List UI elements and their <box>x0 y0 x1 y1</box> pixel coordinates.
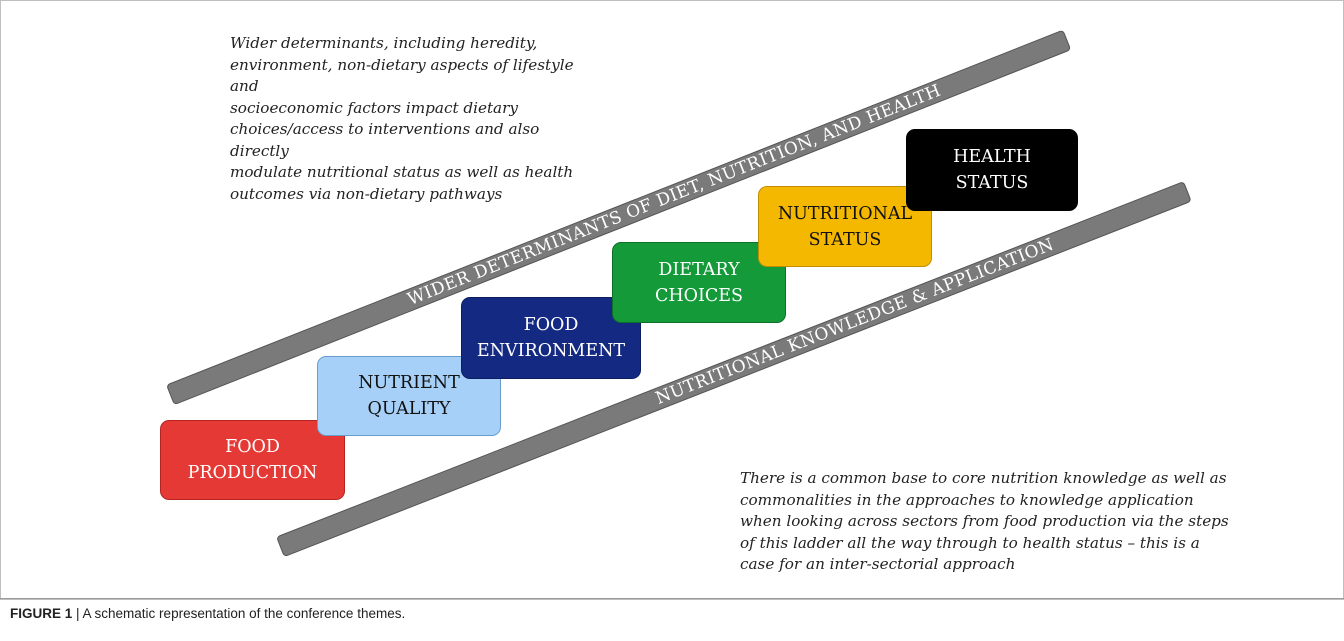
step-health-status: HEALTH STATUS <box>906 129 1078 211</box>
note-line: commonalities in the approaches to knowl… <box>740 490 1194 509</box>
step-label: NUTRIENT <box>358 373 460 393</box>
step-label: FOOD <box>523 315 579 335</box>
step-nutritional-status: NUTRITIONAL STATUS <box>758 186 932 267</box>
step-label: ENVIRONMENT <box>476 341 626 361</box>
step-dietary-choices: DIETARY CHOICES <box>612 242 786 323</box>
note-line: Wider determinants, including heredity, <box>230 34 538 52</box>
step-label: PRODUCTION <box>187 463 318 483</box>
step-label: STATUS <box>808 229 882 250</box>
step-food-production: FOOD PRODUCTION <box>160 420 345 500</box>
common-base-note: There is a common base to core nutrition… <box>740 468 1280 576</box>
figure-caption-text: | A schematic representation of the conf… <box>72 606 406 621</box>
step-food-environment: FOOD ENVIRONMENT <box>461 297 641 379</box>
step-label: FOOD <box>225 437 280 457</box>
note-line: choices/access to interventions and also… <box>230 120 540 160</box>
step-label: CHOICES <box>654 285 744 306</box>
step-label: DIETARY <box>658 259 740 280</box>
step-label: STATUS <box>955 173 1029 193</box>
figure-caption-label: FIGURE 1 <box>10 606 73 621</box>
figure-caption: FIGURE 1 | A schematic representation of… <box>10 606 405 621</box>
note-line: There is a common base to core nutrition… <box>740 469 1227 487</box>
note-line: environment, non-dietary aspects of life… <box>230 55 574 96</box>
step-label: HEALTH <box>953 147 1031 167</box>
wider-determinants-note: Wider determinants, including heredity, … <box>230 33 585 205</box>
step-label: NUTRITIONAL <box>777 203 913 224</box>
note-line: modulate nutritional status as well as h… <box>230 163 574 181</box>
note-line: of this ladder all the way through to he… <box>740 533 1200 552</box>
note-line: when looking across sectors from food pr… <box>740 512 1229 530</box>
note-line: outcomes via non-dietary pathways <box>230 184 503 203</box>
step-label: QUALITY <box>367 399 451 419</box>
figure-divider <box>0 598 1344 599</box>
note-line: socioeconomic factors impact dietary <box>230 98 518 117</box>
note-line: case for an inter-sectorial approach <box>740 555 1016 573</box>
